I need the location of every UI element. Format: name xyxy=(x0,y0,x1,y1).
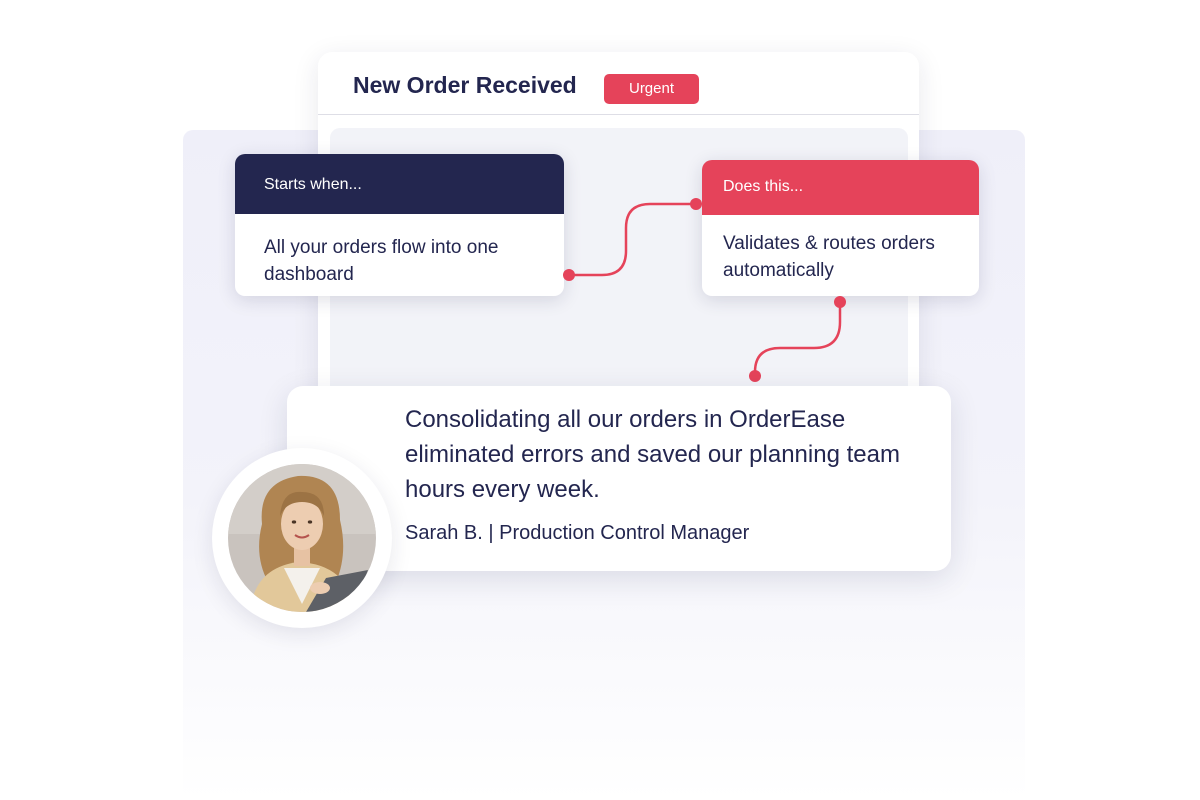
trigger-card-heading: Starts when... xyxy=(235,154,564,214)
testimonial-quote: Consolidating all our orders in OrderEas… xyxy=(405,406,900,503)
avatar-ring xyxy=(212,448,392,628)
testimonial-card: Consolidating all our orders in OrderEas… xyxy=(287,386,951,571)
urgent-badge: Urgent xyxy=(604,74,699,104)
order-card-header: New Order Received Urgent xyxy=(318,52,919,115)
avatar xyxy=(228,464,376,612)
trigger-card: Starts when... All your orders flow into… xyxy=(235,154,564,296)
action-card-body: Validates & routes orders automatically xyxy=(723,233,935,281)
action-card-heading: Does this... xyxy=(702,160,979,215)
avatar-portrait-icon xyxy=(228,464,376,612)
trigger-card-body: All your orders flow into one dashboard xyxy=(264,237,499,285)
action-card: Does this... Validates & routes orders a… xyxy=(702,160,979,296)
testimonial-author: Sarah B. | Production Control Manager xyxy=(405,522,750,544)
order-title: New Order Received xyxy=(353,72,577,98)
